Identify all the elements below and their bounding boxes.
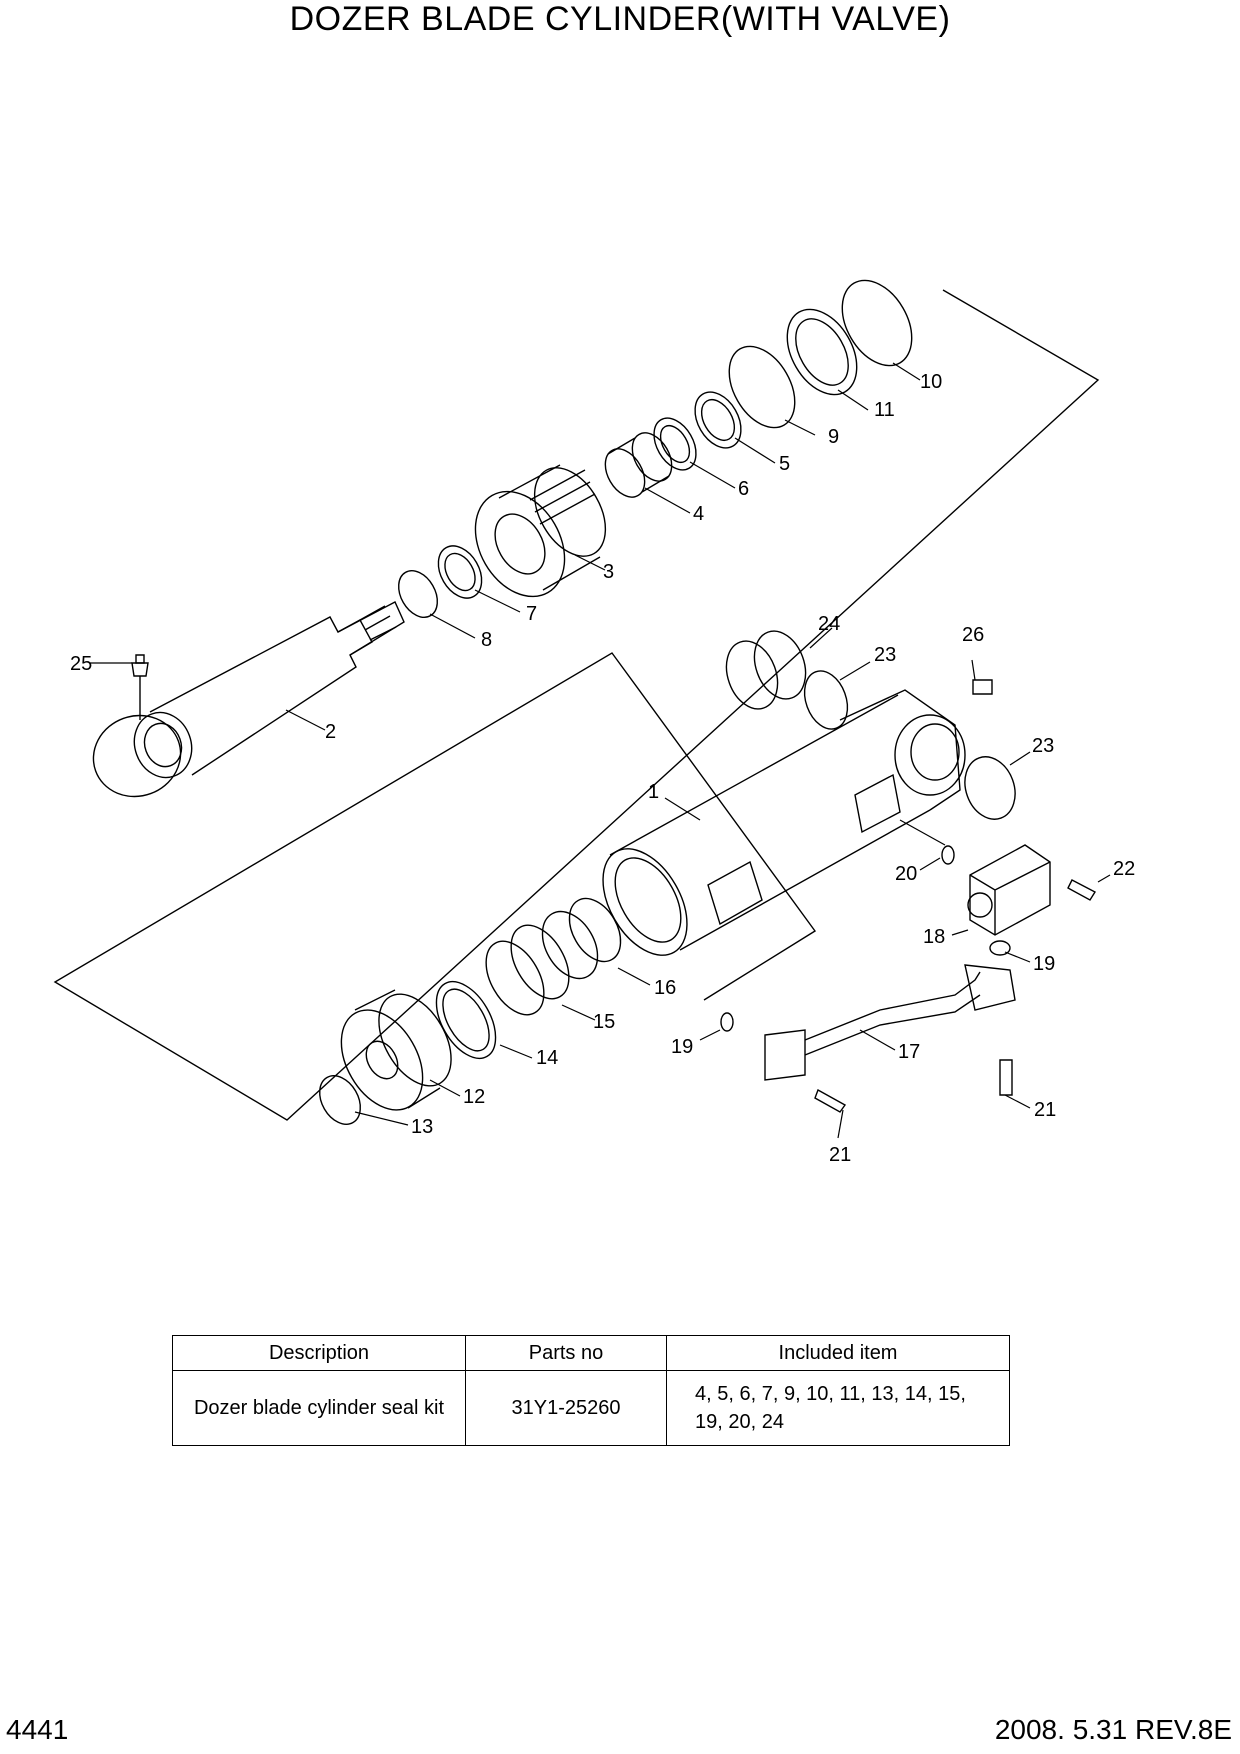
cell-included-items: 4, 5, 6, 7, 9, 10, 11, 13, 14, 15, 19, 2… (666, 1370, 1010, 1446)
callout-21-right: 21 (1034, 1099, 1056, 1121)
table-header-row: Description Parts no Included item (172, 1335, 1010, 1371)
callout-5: 5 (779, 453, 790, 475)
revision-date: 2008. 5.31 REV.8E (994, 1714, 1232, 1745)
callout-7: 7 (526, 603, 537, 625)
cylinder-tube-drawing (602, 689, 966, 956)
grease-nipple-drawing (131, 654, 149, 720)
callout-19-upper: 19 (1033, 953, 1055, 975)
pipe-drawing (764, 964, 1016, 1081)
callout-6: 6 (738, 478, 749, 500)
callout-2: 2 (325, 721, 336, 743)
callout-21-bottom: 21 (829, 1144, 851, 1166)
callout-23-upper: 23 (874, 644, 896, 666)
header-description: Description (172, 1335, 466, 1371)
included-items-line-1: 4, 5, 6, 7, 9, 10, 11, 13, 14, 15, (695, 1383, 966, 1405)
piston-drawing (340, 989, 452, 1111)
bushing-drawing (604, 432, 673, 498)
callout-25: 25 (70, 653, 92, 675)
seal-kit-table: Description Parts no Included item Dozer… (172, 1335, 1010, 1446)
grouping-frame (53, 289, 1100, 1121)
callout-15: 15 (593, 1011, 615, 1033)
callout-10: 10 (920, 371, 942, 393)
callout-19-lower: 19 (671, 1036, 693, 1058)
rod-cover-drawing (474, 464, 607, 598)
page-number: 4441 (6, 1714, 69, 1745)
callout-20: 20 (895, 863, 917, 885)
callout-16: 16 (654, 977, 676, 999)
callout-labels: 1 2 3 4 5 6 7 8 9 10 11 12 13 14 15 16 1… (70, 371, 1135, 1166)
callout-24: 24 (818, 613, 840, 635)
snap-ring-drawing (397, 570, 439, 618)
callout-8: 8 (481, 629, 492, 651)
valve-block-drawing (967, 844, 1051, 936)
callout-26: 26 (962, 624, 984, 646)
callout-12: 12 (463, 1086, 485, 1108)
page-title: DOZER BLADE CYLINDER(WITH VALVE) (289, 0, 951, 38)
header-parts-no: Parts no (465, 1335, 667, 1371)
callout-3: 3 (603, 561, 614, 583)
callout-1: 1 (648, 781, 659, 803)
callout-22: 22 (1113, 858, 1135, 880)
cell-parts-no: 31Y1-25260 (465, 1370, 667, 1446)
callout-18: 18 (923, 926, 945, 948)
leader-lines (90, 362, 1111, 1139)
cell-description: Dozer blade cylinder seal kit (172, 1370, 466, 1446)
callout-13: 13 (411, 1116, 433, 1138)
piston-rod-drawing (92, 601, 405, 798)
included-items-line-2: 19, 20, 24 (695, 1411, 784, 1433)
callout-17: 17 (898, 1041, 920, 1063)
callout-11: 11 (874, 399, 895, 421)
callout-23-right: 23 (1032, 735, 1054, 757)
callout-14: 14 (536, 1047, 558, 1069)
table-row: Dozer blade cylinder seal kit 31Y1-25260… (172, 1370, 1010, 1446)
header-included-item: Included item (666, 1335, 1010, 1371)
callout-9: 9 (828, 426, 839, 448)
callout-4: 4 (693, 503, 704, 525)
